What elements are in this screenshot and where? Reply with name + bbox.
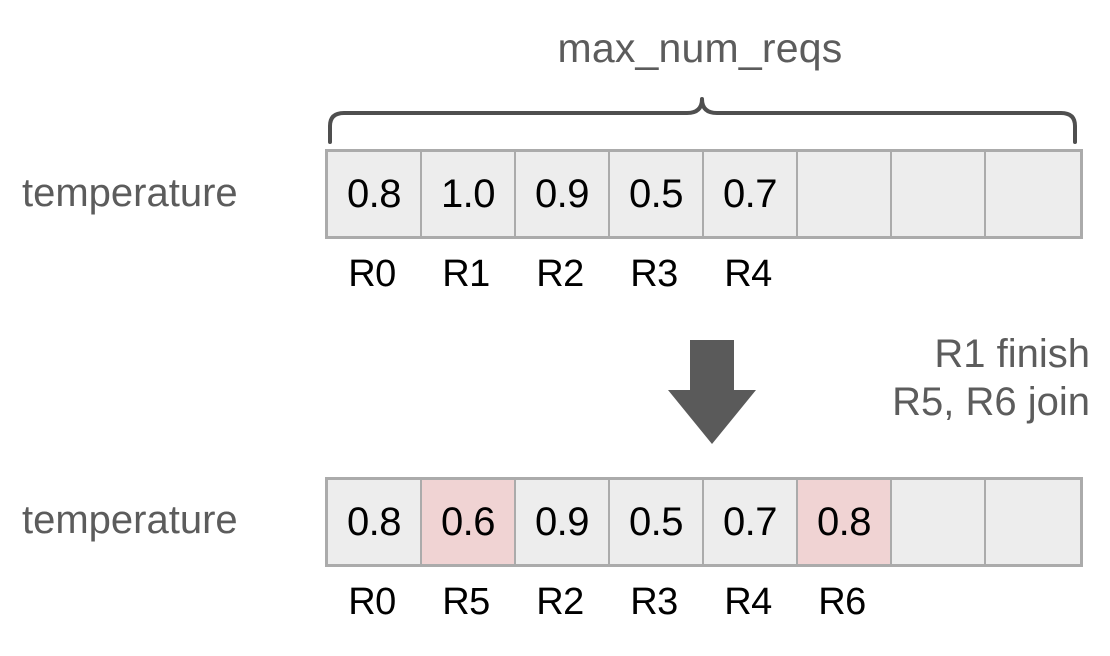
table-cell[interactable]: 0.9: [516, 480, 610, 564]
transition-note: R1 finish R5, R6 join: [700, 330, 1090, 426]
transition-note-line-1: R1 finish: [934, 332, 1090, 376]
temperature-array-before: 0.8 1.0 0.9 0.5 0.7: [325, 149, 1083, 239]
down-arrow-icon: [668, 340, 756, 444]
request-id-label-empty: [889, 580, 983, 624]
transition-note-line-2: R5, R6 join: [892, 380, 1090, 424]
table-cell[interactable]: 0.7: [704, 152, 798, 236]
capacity-brace-icon: [328, 97, 1077, 144]
table-cell[interactable]: 0.8: [328, 480, 422, 564]
table-cell[interactable]: 0.5: [610, 152, 704, 236]
table-cell-empty[interactable]: [986, 480, 1080, 564]
table-cell-highlighted[interactable]: 0.8: [798, 480, 892, 564]
request-id-label: R0: [348, 581, 396, 623]
request-id-label-empty: [983, 580, 1077, 624]
request-id-label: R2: [536, 581, 584, 623]
request-id-label: R5: [442, 581, 490, 623]
table-cell-empty[interactable]: [892, 152, 986, 236]
row-label-temperature-before: temperature: [22, 171, 238, 215]
temperature-array-after: 0.8 0.6 0.9 0.5 0.7 0.8: [325, 477, 1083, 567]
request-id-label: R3: [630, 581, 678, 623]
request-id-label-empty: [983, 252, 1077, 296]
request-id-label: R0: [348, 253, 396, 295]
table-cell-highlighted[interactable]: 0.6: [422, 480, 516, 564]
brace-label: max_num_reqs: [557, 25, 843, 71]
request-id-label: R4: [724, 581, 772, 623]
table-cell-empty[interactable]: [892, 480, 986, 564]
table-cell[interactable]: 0.5: [610, 480, 704, 564]
request-id-label: R2: [536, 253, 584, 295]
request-id-label-empty: [889, 252, 983, 296]
request-id-label: R1: [442, 253, 490, 295]
table-cell-empty[interactable]: [798, 152, 892, 236]
row-label-temperature-after: temperature: [22, 498, 238, 542]
table-cell-empty[interactable]: [986, 152, 1080, 236]
table-cell[interactable]: 0.7: [704, 480, 798, 564]
table-cell[interactable]: 1.0: [422, 152, 516, 236]
request-id-labels-before: R0 R1 R2 R3 R4: [325, 252, 1077, 296]
request-id-label: R3: [630, 253, 678, 295]
table-cell[interactable]: 0.9: [516, 152, 610, 236]
table-cell[interactable]: 0.8: [328, 152, 422, 236]
request-id-label: R4: [724, 253, 772, 295]
request-id-labels-after: R0 R5 R2 R3 R4 R6: [325, 580, 1077, 624]
request-id-label: R6: [818, 581, 866, 623]
request-id-label-empty: [795, 252, 889, 296]
